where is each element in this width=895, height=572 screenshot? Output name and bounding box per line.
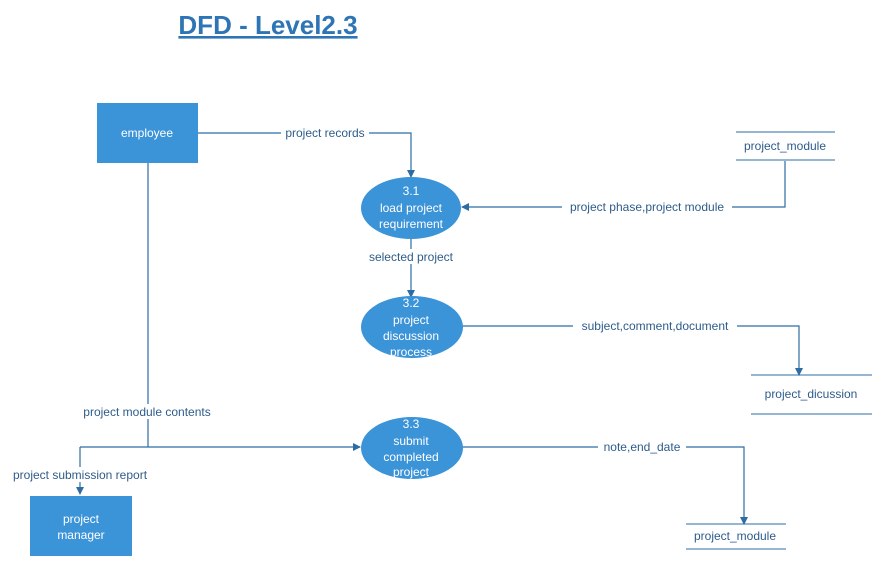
entity-employee-label: employee xyxy=(121,126,173,140)
process-3-2-number: 3.2 xyxy=(403,296,420,310)
flow-label-selected-project: selected project xyxy=(369,250,454,264)
data-store-project-module-top: project_module xyxy=(736,131,835,161)
flow-label-submission-report: project submission report xyxy=(13,468,148,482)
entity-project-manager-line-1: project xyxy=(63,512,100,526)
flow-line-project-records xyxy=(197,132,415,178)
data-store-project-module-bottom: project_module xyxy=(686,523,786,550)
process-3-3-line-2: submit xyxy=(393,434,429,448)
flow-label-subject-comment: subject,comment,document xyxy=(582,319,729,333)
data-store-project-module-top-label: project_module xyxy=(744,139,826,153)
process-3-2-line-3: discussion xyxy=(383,329,439,343)
entity-project-manager-line-2: manager xyxy=(57,528,104,542)
flow-label-module-contents: project module contents xyxy=(83,405,210,419)
entity-employee: employee xyxy=(97,103,198,163)
flow-label-project-records: project records xyxy=(285,126,364,140)
data-store-project-dicussion: project_dicussion xyxy=(751,374,872,415)
flow-labels: project records project phase,project mo… xyxy=(4,125,737,482)
process-3-2-line-4: process xyxy=(390,345,432,359)
flow-label-phase-module: project phase,project module xyxy=(570,200,724,214)
flow-line-note-end-date xyxy=(462,446,748,525)
data-store-project-module-bottom-label: project_module xyxy=(694,529,776,543)
process-3-1-number: 3.1 xyxy=(403,184,420,198)
flow-label-note-end-date: note,end_date xyxy=(604,440,681,454)
entity-project-manager: project manager xyxy=(30,496,132,556)
process-3-1: 3.1 load project requirement xyxy=(361,177,461,239)
process-3-2-line-2: project xyxy=(393,313,430,327)
flow-line-subject-comment xyxy=(462,325,803,376)
diagram-title: DFD - Level2.3 xyxy=(178,10,357,40)
process-3-1-line-3: requirement xyxy=(379,217,444,231)
process-3-3-number: 3.3 xyxy=(403,417,420,431)
process-3-2: 3.2 project discussion process xyxy=(361,296,463,359)
process-3-3-line-4: project xyxy=(393,465,430,479)
process-3-3: 3.3 submit completed project xyxy=(361,417,463,479)
data-store-project-dicussion-label: project_dicussion xyxy=(765,387,858,401)
process-3-3-line-3: completed xyxy=(383,450,438,464)
process-3-1-line-2: load project xyxy=(380,201,443,215)
